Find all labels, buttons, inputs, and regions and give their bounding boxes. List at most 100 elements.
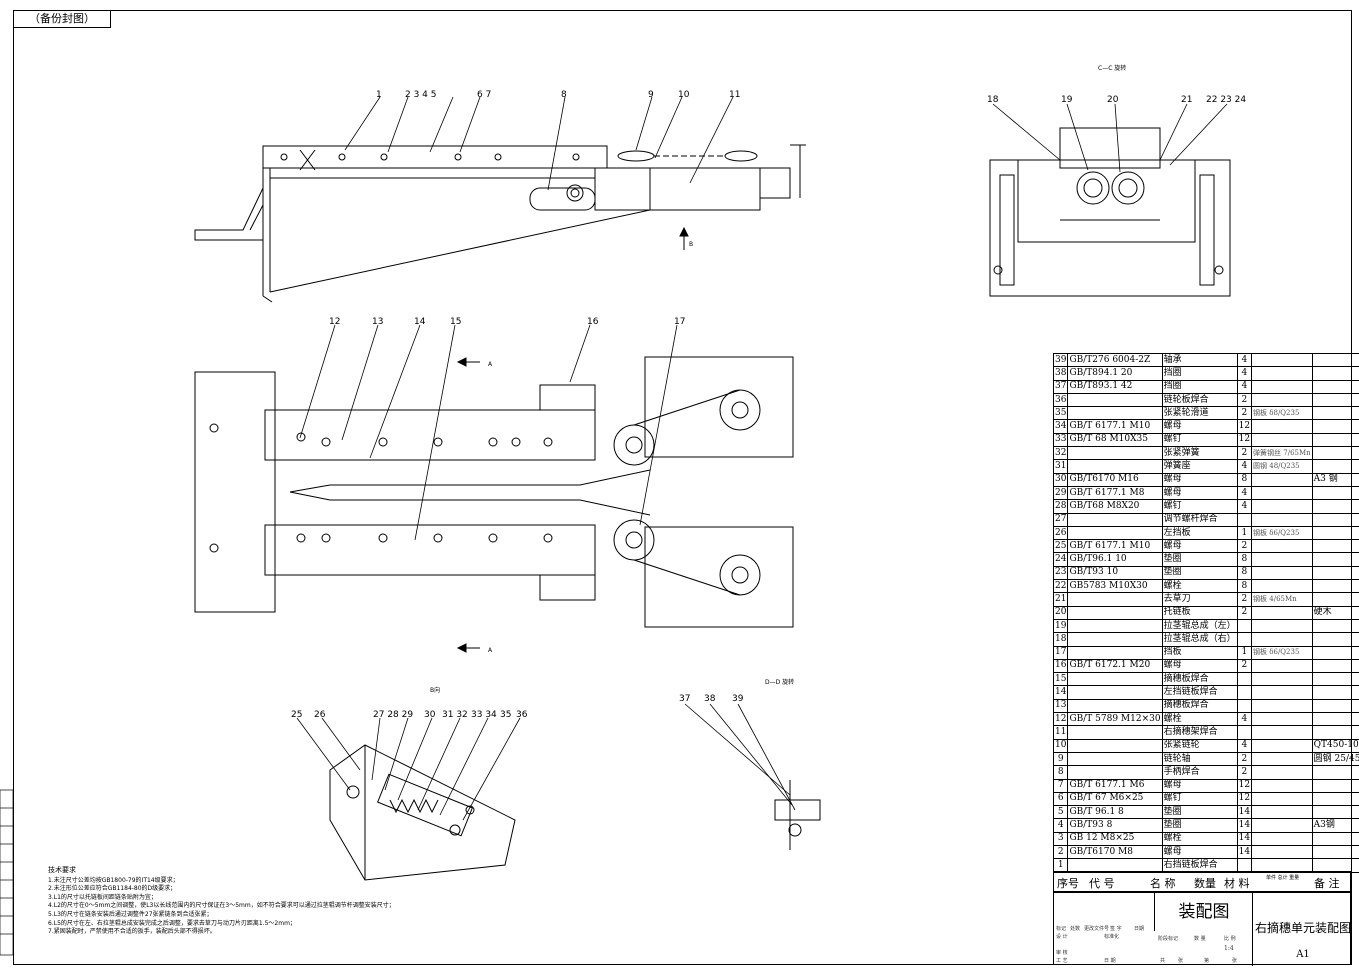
bom-code xyxy=(1067,672,1163,687)
balloon-10: 10 xyxy=(678,90,690,100)
bom-code: GB/T68 M8X20 xyxy=(1067,499,1163,514)
leaders-mid xyxy=(299,324,678,541)
bom-mat xyxy=(1311,406,1359,421)
bom-note xyxy=(1251,352,1313,368)
bom-name: 张紧轮滑道 xyxy=(1161,406,1238,421)
header-code: 代 号 xyxy=(1089,877,1115,890)
bom-mat xyxy=(1311,831,1359,846)
tb-process: 工 艺 xyxy=(1056,958,1068,964)
bom-code: GB/T 68 M10X35 xyxy=(1067,432,1163,448)
section-a-bottom-label: A xyxy=(488,647,493,654)
bom-qty: 2 xyxy=(1236,658,1253,674)
bom-mat xyxy=(1311,805,1359,820)
tb-review: 审 核 xyxy=(1056,950,1068,956)
bom-mat xyxy=(1311,791,1359,807)
bom-note xyxy=(1251,685,1313,700)
bom-no: 18 xyxy=(1052,632,1069,647)
bom-qty: 2 xyxy=(1236,605,1253,620)
bom-name: 螺母 xyxy=(1161,844,1238,860)
bom-note xyxy=(1251,818,1313,833)
bom-qty: 2 xyxy=(1236,539,1253,554)
bom-qty: 4 xyxy=(1236,352,1253,368)
bom-mat xyxy=(1311,352,1359,368)
balloon-18: 18 xyxy=(987,95,999,105)
bom-code: GB/T 6177.1 M10 xyxy=(1067,539,1163,554)
bom-no: 27 xyxy=(1052,512,1069,527)
leaders-top-right xyxy=(992,103,1228,173)
bom-mat: 圆钢 25/45 xyxy=(1311,751,1359,767)
arrow-b-label: B xyxy=(689,241,693,248)
bom-note xyxy=(1251,791,1313,807)
drawing-name-cell: 右摘穗单元装配图 A1 xyxy=(1252,893,1353,966)
bom-code: GB/T6170 M8 xyxy=(1067,844,1163,860)
revision-strip xyxy=(0,789,14,956)
bom-name: 螺栓 xyxy=(1161,579,1238,594)
bom-no: 39 xyxy=(1052,352,1069,368)
bom-code xyxy=(1067,632,1163,647)
bom-no: 15 xyxy=(1052,672,1069,687)
bom-note xyxy=(1251,512,1313,527)
bom-qty: 8 xyxy=(1236,565,1253,581)
bom-no: 31 xyxy=(1052,459,1069,474)
bom-name: 螺钉 xyxy=(1161,499,1238,514)
balloon-9: 9 xyxy=(648,90,654,100)
balloon-27-29: 27 28 29 xyxy=(373,710,413,720)
bom-qty: 12 xyxy=(1236,419,1253,434)
bom-mat xyxy=(1311,778,1359,793)
bom-code: GB/T 6172.1 M20 xyxy=(1067,658,1163,674)
bom-no: 29 xyxy=(1052,485,1069,501)
balloon-12: 12 xyxy=(329,317,340,327)
bom-name: 张紧链轮 xyxy=(1161,738,1238,753)
bom-name: 去草刀 xyxy=(1161,592,1238,607)
bom-mat: A3 钢 xyxy=(1311,472,1359,487)
bom-code xyxy=(1067,618,1163,634)
bom-name: 垫圈 xyxy=(1161,565,1238,581)
bom-code xyxy=(1067,392,1163,408)
balloon-17: 17 xyxy=(674,317,685,327)
bom-no: 17 xyxy=(1052,645,1069,660)
bom-no: 14 xyxy=(1052,685,1069,700)
header-weight: 单件 总计 重量 xyxy=(1266,875,1300,881)
bom-qty xyxy=(1236,698,1253,714)
bom-no: 24 xyxy=(1052,552,1069,567)
bom-name: 拉茎辊总成（右） xyxy=(1161,632,1238,647)
bom-no: 32 xyxy=(1052,446,1069,461)
bom-code xyxy=(1067,725,1163,740)
bom-note xyxy=(1251,725,1313,740)
bom-no: 37 xyxy=(1052,379,1069,394)
header-material: 材 料 xyxy=(1224,877,1250,890)
technical-requirements: 技术要求 1.未注尺寸公差均按GB1800-79的IT14级要求； 2.未注形位… xyxy=(48,866,395,937)
sheet-size: A1 xyxy=(1296,949,1310,960)
bom-qty: 4 xyxy=(1236,738,1253,753)
bom-note xyxy=(1251,831,1313,846)
bom-note xyxy=(1251,618,1313,634)
bom-code xyxy=(1067,645,1163,660)
bom-qty: 12 xyxy=(1236,791,1253,807)
bom-mat xyxy=(1311,419,1359,434)
bom-mat xyxy=(1311,712,1359,727)
bom-no: 5 xyxy=(1052,805,1069,820)
bom-qty: 14 xyxy=(1236,844,1253,860)
bom-no: 11 xyxy=(1052,725,1069,740)
bom-mat xyxy=(1311,552,1359,567)
bom-note xyxy=(1251,379,1313,394)
bom-name: 张紧弹簧 xyxy=(1161,446,1238,461)
bom-qty: 2 xyxy=(1236,406,1253,421)
bom-name: 挡板 xyxy=(1161,645,1238,660)
plan-view xyxy=(194,356,794,653)
bom-code: GB/T 6177.1 M6 xyxy=(1067,778,1163,793)
bom-mat xyxy=(1311,392,1359,408)
bom-no: 33 xyxy=(1052,432,1069,448)
